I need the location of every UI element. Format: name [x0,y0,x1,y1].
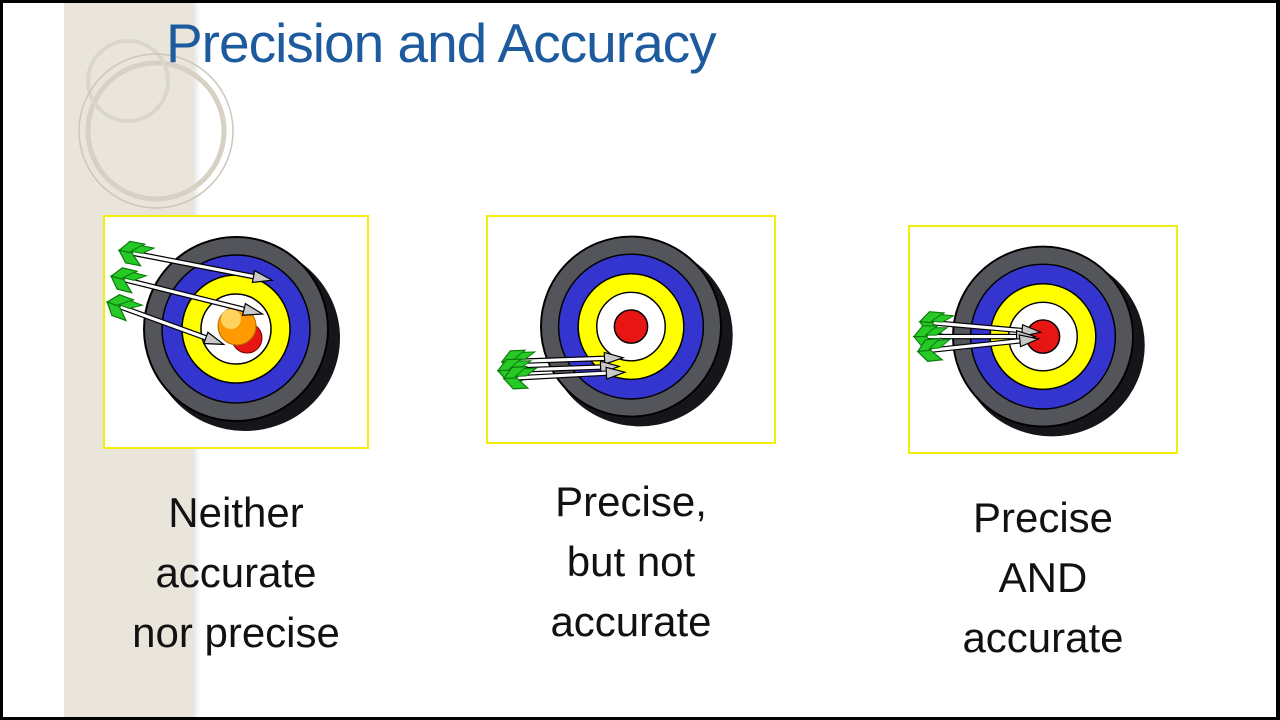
target-scattered-arrows-image [105,236,340,431]
panel-precise-but-not-accurate: Precise, but not accurate [451,215,811,652]
caption-line: Precise [972,494,1114,541]
caption-neither-accurate-nor-precise: Neither accurate nor precise [63,483,409,663]
target-box [908,225,1178,454]
caption-precise-and-accurate: Precise AND accurate [881,488,1205,668]
target-clustered-offcenter-arrows-image [496,235,733,427]
caption-line: but not [566,538,696,586]
caption-line: accurate [962,614,1124,662]
caption-precise-but-not-accurate: Precise, but not accurate [451,472,811,652]
caption-line: accurate [550,598,712,646]
target-box [103,215,369,449]
panel-neither-accurate-nor-precise: Neither accurate nor precise [63,215,409,663]
caption-line: Precise, [555,478,707,525]
panel-precise-and-accurate: Precise AND accurate [881,225,1205,668]
caption-line: AND [998,554,1088,602]
caption-line: accurate [155,549,317,597]
target-box [486,215,776,444]
caption-line: Neither [168,489,304,536]
caption-line: nor precise [132,609,340,657]
slide-title: Precision and Accuracy [166,12,717,74]
decorative-circles-icon [78,39,234,209]
target-bullseye-arrows-image [913,245,1145,437]
